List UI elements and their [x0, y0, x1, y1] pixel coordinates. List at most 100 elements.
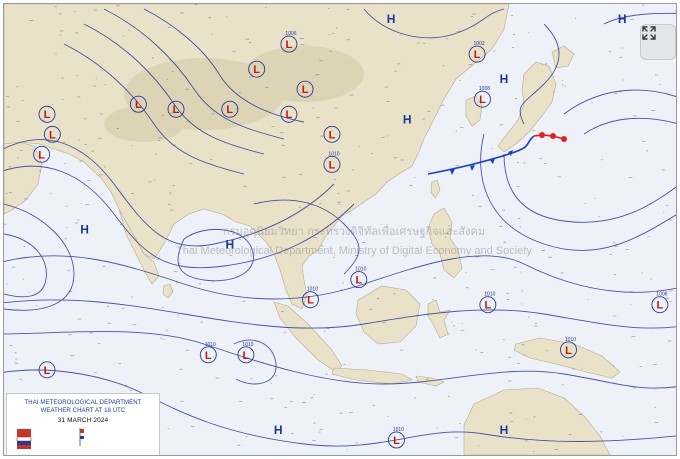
australia-north: [463, 387, 611, 455]
low-pressure-isobar: [474, 90, 491, 108]
low-pressure-label: L: [329, 159, 336, 171]
low-pressure-label: L: [484, 300, 491, 312]
isobar-layer: [4, 8, 676, 447]
low-pressure-isobar: [248, 60, 266, 78]
low-pressure-label: L: [474, 49, 481, 61]
low-pressure-label: L: [38, 149, 45, 161]
low-pressure-label: L: [173, 104, 180, 116]
low-pressure-label: L: [44, 109, 51, 121]
low-pressure-isobar: [301, 291, 319, 309]
low-pressure-label: L: [565, 345, 572, 357]
low-pressure-label: L: [307, 295, 314, 307]
pressure-value-label: 1010: [565, 337, 576, 343]
borneo: [355, 285, 421, 345]
watermark-english: Thai Meteorological Department, Ministry…: [176, 245, 532, 257]
high-pressure-label: H: [80, 223, 89, 237]
philippines: [427, 207, 463, 279]
low-pressure-isobar: [33, 145, 51, 163]
isobar: [4, 369, 676, 447]
terrain-shading: [104, 46, 364, 142]
isobar: [4, 139, 335, 247]
isobar: [519, 23, 560, 125]
low-pressure-isobar: [38, 105, 56, 123]
watermark-thai: กรมอุตุนิยมวิทยา กระทรวงดิจิทัลเพื่อเศรษ…: [223, 223, 485, 238]
high-pressure-label: H: [387, 12, 396, 26]
pressure-value-label: 1010: [205, 342, 216, 348]
isobar: [4, 331, 676, 389]
isobar: [253, 199, 360, 275]
isobar: [63, 43, 245, 175]
weather-chart-frame: กรมอุตุนิยมวิทยา กระทรวงดิจิทัลเพื่อเศรษ…: [3, 3, 677, 456]
pressure-value-label: 1010: [242, 342, 253, 348]
low-pressure-isobar: [387, 431, 405, 449]
chart-title-line1: THAI METEOROLOGICAL DEPARTMENT: [24, 400, 142, 406]
low-pressure-isobar: [296, 80, 314, 98]
isobar: [4, 299, 676, 329]
sri-lanka: [162, 283, 174, 299]
isobar: [177, 228, 254, 282]
low-pressure-label: L: [253, 64, 260, 76]
low-pressure-isobar: [221, 100, 239, 118]
low-pressure-label: L: [49, 129, 56, 141]
isobar: [233, 339, 277, 385]
taiwan: [430, 179, 441, 199]
chart-title-line2: WEATHER CHART AT 18 UTC: [40, 408, 126, 414]
warm-front-pip: [561, 136, 567, 142]
low-pressure-label: L: [355, 275, 362, 287]
low-pressure-label: L: [329, 129, 336, 141]
low-pressure-isobar: [38, 361, 56, 379]
low-pressure-isobar: [323, 125, 341, 143]
pressure-value-label: 1010: [393, 427, 404, 433]
expand-button[interactable]: [640, 24, 676, 60]
low-pressure-label: L: [286, 39, 293, 51]
pressure-value-label: 1002: [474, 41, 485, 47]
weather-map: กรมอุตุนิยมวิทยา กระทรวงดิจิทัลเพื่อเศรษ…: [4, 4, 676, 455]
sulawesi: [427, 299, 451, 339]
arabia: [4, 141, 43, 215]
japan: [497, 61, 557, 153]
low-pressure-isobar: [350, 271, 368, 289]
low-pressure-isobar: [167, 100, 185, 118]
low-pressure-label: L: [302, 84, 309, 96]
isobar: [480, 133, 676, 251]
korea: [465, 95, 483, 127]
pressure-value-label: 1006: [285, 31, 296, 37]
cold-front-pip: [490, 158, 495, 164]
high-pressure-label: H: [500, 423, 509, 437]
frontal-system: [427, 132, 567, 175]
isobar: [83, 23, 265, 155]
java: [331, 367, 413, 385]
isobar: [603, 12, 676, 25]
pressure-value-label: 1010: [484, 292, 495, 298]
low-pressure-isobar: [43, 125, 61, 143]
isobar: [4, 255, 676, 300]
high-pressure-label: H: [225, 238, 234, 252]
low-pressure-label: L: [657, 300, 664, 312]
low-pressure-isobar: [280, 105, 298, 123]
cold-front: [427, 135, 535, 175]
low-pressure-label: L: [286, 109, 293, 121]
low-pressure-isobar: [468, 45, 486, 63]
isobar: [363, 8, 505, 39]
cold-front-pip: [470, 165, 475, 171]
low-pressure-label: L: [226, 104, 233, 116]
high-pressure-label: H: [618, 12, 627, 26]
isobar: [583, 117, 676, 135]
isobar: [563, 89, 676, 115]
warm-front-pip: [550, 133, 556, 139]
india-tip: [118, 208, 160, 285]
warm-front-pip: [539, 132, 545, 138]
low-pressure-isobar: [560, 341, 577, 359]
low-pressure-label: L: [135, 99, 142, 111]
watermark: กรมอุตุนิยมวิทยา กระทรวงดิจิทัลเพื่อเศรษ…: [176, 223, 532, 257]
expand-arrows-icon: [642, 26, 656, 40]
pressure-value-label: 1008: [656, 292, 667, 298]
low-pressure-isobar: [237, 346, 255, 364]
high-pressure-label: H: [500, 72, 509, 86]
low-pressure-label: L: [205, 350, 212, 362]
high-pressure-label: H: [274, 423, 283, 437]
pressure-value-label: 1010: [307, 287, 318, 293]
low-pressure-isobar: [651, 296, 669, 314]
chart-date: 31 MARCH 2024: [57, 417, 109, 424]
